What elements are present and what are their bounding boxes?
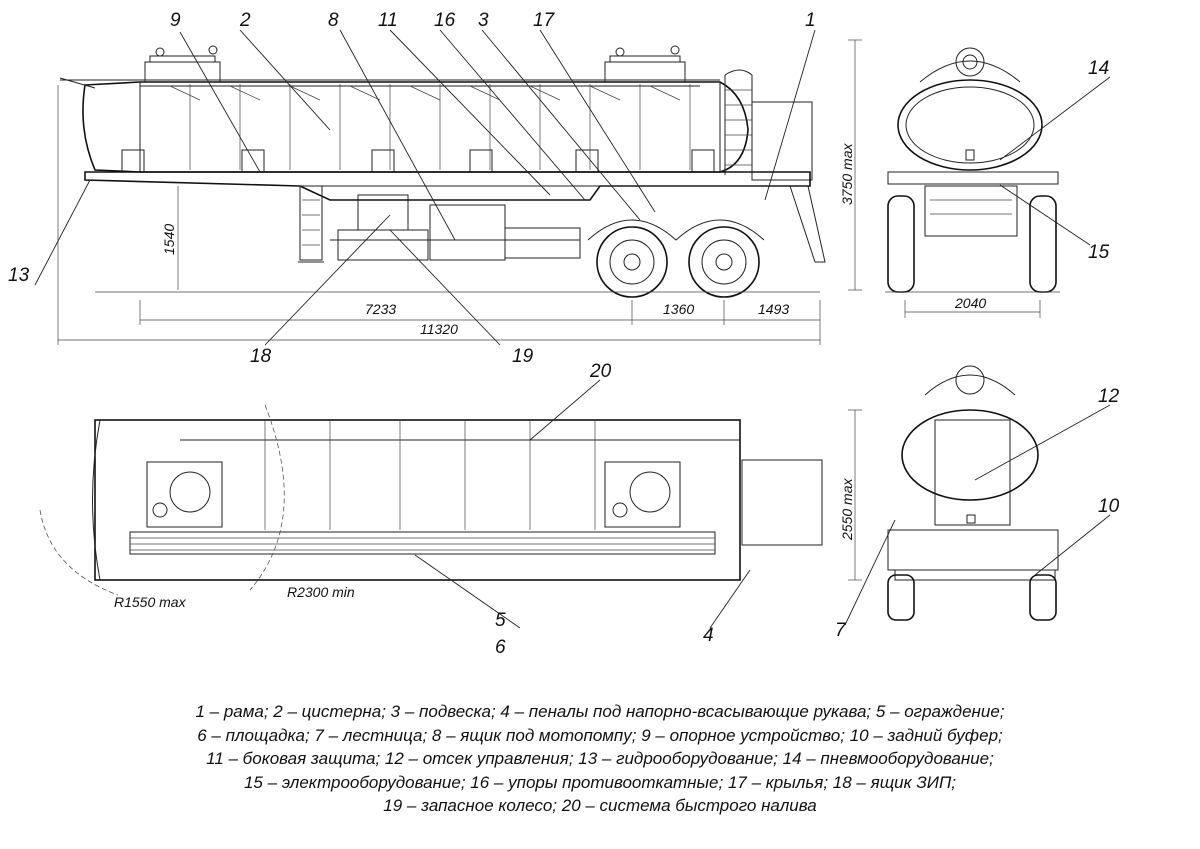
- callout-19: 19: [512, 346, 534, 367]
- legend-line-3: 11 – боковая защита; 12 – отсек управлен…: [206, 749, 994, 768]
- fender: [587, 219, 765, 241]
- rear-right-wheel: [1029, 574, 1057, 621]
- frame: [84, 171, 811, 201]
- callout-12: 12: [1098, 386, 1120, 407]
- callout-15: 15: [1088, 242, 1110, 263]
- callout-2: 2: [239, 10, 251, 31]
- rear-frame-assembly: [887, 529, 1059, 571]
- tank-ribs: [189, 84, 691, 170]
- front-frame-beam: [887, 171, 1059, 185]
- radius-r1550: [39, 509, 119, 596]
- dim-track-width: 2040: [954, 295, 986, 311]
- wheel-rear-axle: [688, 226, 760, 298]
- callout-11: 11: [378, 10, 398, 31]
- callout-14: 14: [1088, 58, 1109, 79]
- dim-axle-spacing: 1360: [663, 301, 694, 317]
- legend-line-5: 19 – запасное колесо; 20 – система быстр…: [383, 796, 817, 815]
- manhole-rear: [604, 55, 686, 82]
- manhole-front: [144, 55, 221, 82]
- rear-tank-ellipse: [901, 409, 1039, 501]
- callout-8: 8: [328, 10, 339, 31]
- dim-rear-overhang: 1493: [758, 301, 789, 317]
- callout-5: 5: [495, 610, 506, 631]
- rear-ladder: [724, 69, 753, 175]
- side-view: 3750 max 1540 7233 1360 1493 11320: [57, 39, 862, 345]
- callout-18: 18: [250, 346, 272, 367]
- dim-width-max: 2550 max: [839, 478, 855, 541]
- callout-1: 1: [805, 10, 816, 31]
- front-view: 2040: [885, 47, 1060, 318]
- legend-line-4: 15 – электрооборудование; 16 – упоры про…: [243, 772, 957, 792]
- callout-17: 17: [533, 10, 556, 31]
- top-railing: [59, 77, 720, 89]
- callout-9: 9: [170, 10, 181, 31]
- callout-10: 10: [1098, 496, 1120, 517]
- dim-kingpin-axle: 7233: [365, 301, 396, 317]
- front-right-wheel: [1029, 195, 1057, 293]
- landing-gear: [298, 186, 324, 263]
- top-tank-outline: [94, 419, 741, 581]
- spare-parts-box: [337, 229, 429, 261]
- callout-7: 7: [835, 620, 847, 641]
- callout-16: 16: [434, 10, 456, 31]
- legend-line-2: 6 – площадка; 7 – лестница; 8 – ящик под…: [197, 725, 1003, 745]
- rear-control-compartment: [934, 419, 1011, 526]
- front-left-wheel: [887, 195, 915, 293]
- front-axle-assembly: [924, 185, 1018, 237]
- rear-left-wheel: [887, 574, 915, 621]
- callout-numbers: 9 2 8 11 16 3 17 1 13 18 19 14 15 20 12 …: [8, 10, 1120, 658]
- legend-line-1: 1 – рама; 2 – цистерна; 3 – подвеска; 4 …: [195, 702, 1005, 721]
- rear-control-cabinet: [751, 101, 813, 181]
- top-manhole-front: [146, 461, 223, 528]
- top-manhole-rear: [604, 461, 681, 528]
- side-box: [429, 204, 506, 261]
- legend: 1 – рама; 2 – цистерна; 3 – подвеска; 4 …: [0, 700, 1200, 818]
- dim-height-max: 3750 max: [839, 143, 855, 205]
- radius-r2300: [249, 404, 285, 591]
- dim-overall-length: 11320: [420, 321, 458, 337]
- callout-4: 4: [703, 625, 714, 646]
- callout-leaders: [34, 29, 1111, 629]
- rear-view: [887, 365, 1059, 621]
- top-platform-grating: [129, 531, 716, 555]
- top-view: 2550 max R1550 max R2300 min: [39, 404, 862, 610]
- top-ribs: [264, 420, 596, 530]
- tank-saddles: [121, 149, 715, 173]
- top-rear-cabinet: [741, 459, 823, 546]
- hose-case: [504, 227, 581, 259]
- tank-body: [82, 81, 749, 173]
- callout-3: 3: [478, 10, 489, 31]
- rear-bumper: [789, 185, 826, 263]
- side-dimension-lines: [57, 39, 862, 345]
- callout-6: 6: [495, 637, 506, 658]
- dim-radius-front: R1550 max: [114, 594, 187, 610]
- wheel-front-axle: [596, 226, 668, 298]
- front-tank-ellipse: [897, 79, 1043, 171]
- dim-radius-min: R2300 min: [287, 584, 355, 600]
- callout-20: 20: [589, 361, 612, 382]
- dim-frame-height: 1540: [161, 224, 177, 255]
- callout-13: 13: [8, 265, 30, 286]
